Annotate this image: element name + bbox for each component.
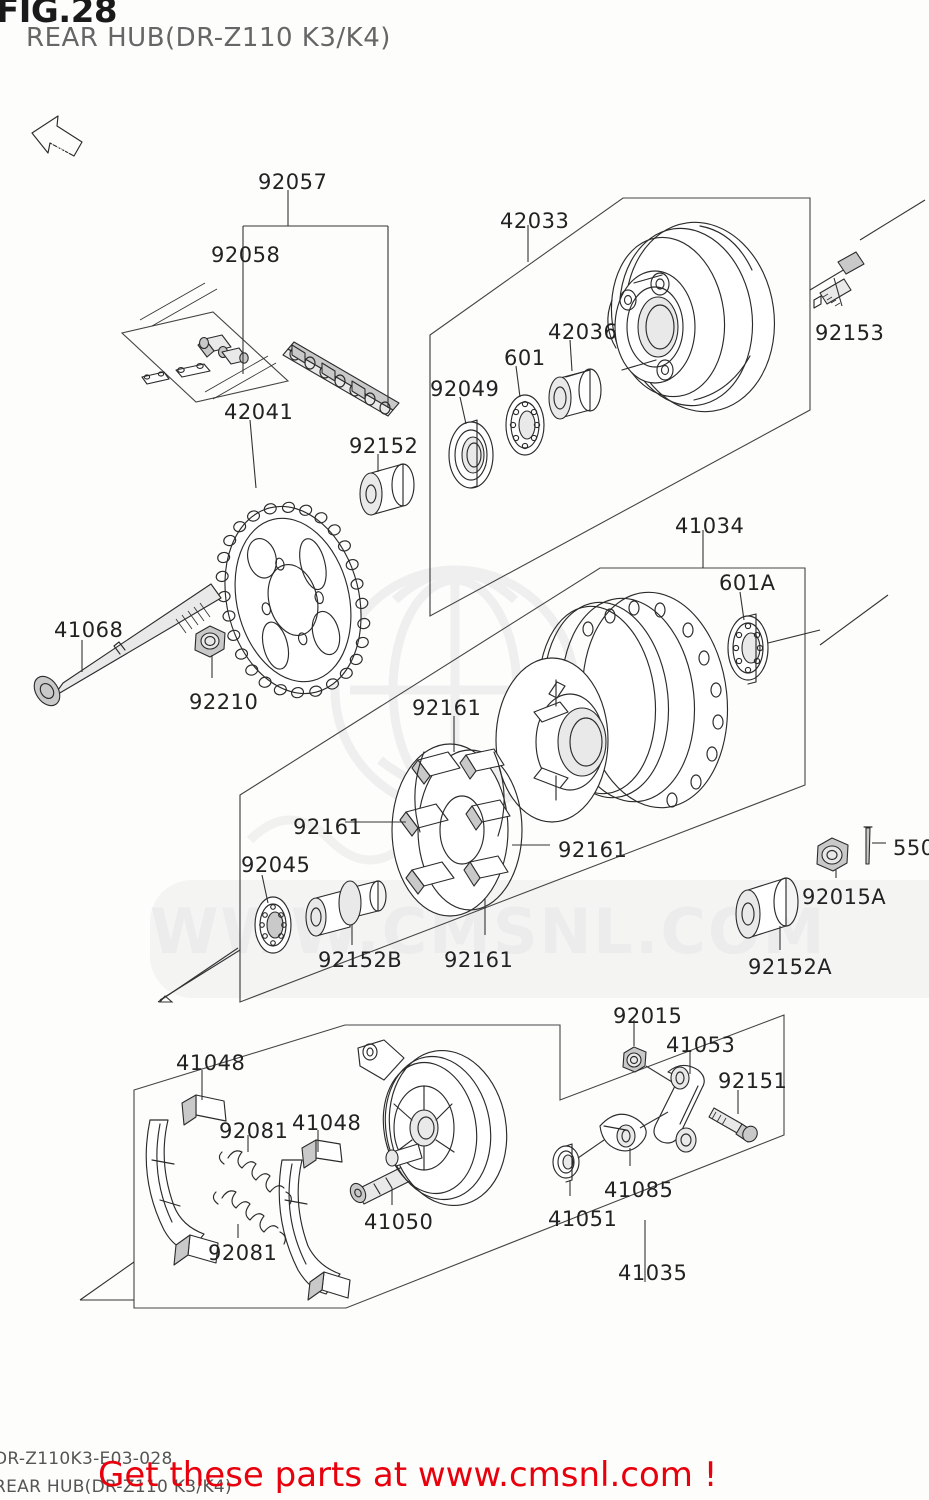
nut-92015A — [816, 837, 849, 872]
part-label-41085[interactable]: 41085 — [604, 1178, 674, 1202]
part-label-550[interactable]: 550 — [893, 836, 929, 860]
part-label-601[interactable]: 601 — [504, 346, 546, 370]
part-label-92045[interactable]: 92045 — [241, 853, 311, 877]
brake-shoe-right-41048 — [278, 1139, 351, 1301]
drive-flange-42033 — [607, 221, 776, 413]
part-label-41048b[interactable]: 41048 — [292, 1111, 362, 1135]
fwd-arrow-icon: FWD — [31, 115, 83, 158]
part-label-41035[interactable]: 41035 — [618, 1261, 688, 1285]
bolt-92153 — [813, 251, 865, 309]
seal-41051 — [552, 1143, 580, 1183]
brake-spring-lower-92081 — [212, 1190, 286, 1245]
brake-lever-41053 — [653, 1064, 705, 1153]
bearing-92045 — [254, 896, 292, 954]
part-label-41051[interactable]: 41051 — [548, 1207, 618, 1231]
indicator-plate-41085 — [599, 1113, 647, 1152]
part-label-92151[interactable]: 92151 — [718, 1069, 788, 1093]
part-label-41053[interactable]: 41053 — [666, 1033, 736, 1057]
rear-axle-41068 — [33, 583, 222, 707]
drive-chain-92057 — [282, 341, 400, 417]
footer-diagram-name: REAR HUB(DR-Z110 K3/K4) — [0, 1477, 232, 1497]
part-label-41050[interactable]: 41050 — [364, 1210, 434, 1234]
brake-shoe-left-41048 — [145, 1094, 227, 1266]
part-label-92081b[interactable]: 92081 — [208, 1241, 278, 1265]
part-label-92049[interactable]: 92049 — [430, 377, 500, 401]
part-label-92152[interactable]: 92152 — [349, 434, 419, 458]
figure-number: FIG.28 — [0, 0, 118, 31]
chain-link-kit-92058 — [120, 282, 290, 403]
group-box-42033 — [429, 197, 811, 617]
part-label-41034[interactable]: 41034 — [675, 514, 745, 538]
spacer-92152A — [735, 877, 799, 939]
bearing-601 — [505, 394, 545, 456]
oil-seal-92049 — [448, 419, 494, 489]
brake-spring-upper-92081 — [218, 1150, 292, 1205]
part-label-92210[interactable]: 92210 — [189, 690, 259, 714]
part-label-92057[interactable]: 92057 — [258, 170, 328, 194]
part-label-42033[interactable]: 42033 — [500, 209, 570, 233]
part-label-42041[interactable]: 42041 — [224, 400, 294, 424]
part-label-41048a[interactable]: 41048 — [176, 1051, 246, 1075]
part-label-92153[interactable]: 92153 — [815, 321, 885, 345]
nut-92210 — [194, 625, 226, 658]
rear-hub-41034 — [495, 591, 729, 823]
part-label-92015A[interactable]: 92015A — [802, 885, 887, 909]
part-label-92161c[interactable]: 92161 — [558, 838, 628, 862]
bolt-92151 — [708, 1107, 758, 1143]
part-label-92015[interactable]: 92015 — [613, 1004, 683, 1028]
group-box-41035 — [79, 1014, 785, 1309]
footer-diagram-code: DR-Z110K3-E03-028 — [0, 1449, 173, 1469]
part-label-92161b[interactable]: 92161 — [293, 815, 363, 839]
promo-banner[interactable]: Get these parts at www.cmsnl.com ! — [98, 1455, 718, 1495]
washer-92015 — [622, 1046, 647, 1073]
part-label-92081a[interactable]: 92081 — [219, 1119, 289, 1143]
figure-subtitle: REAR HUB(DR-Z110 K3/K4) — [26, 23, 391, 53]
spacer-92152B — [305, 880, 387, 937]
part-label-92152A[interactable]: 92152A — [748, 955, 833, 979]
rear-sprocket-42041 — [215, 501, 371, 699]
svg-text:FWD: FWD — [49, 140, 72, 158]
part-label-41068[interactable]: 41068 — [54, 618, 124, 642]
part-label-601A[interactable]: 601A — [719, 571, 776, 595]
part-label-92152B[interactable]: 92152B — [318, 948, 403, 972]
part-label-92161d[interactable]: 92161 — [444, 948, 514, 972]
spacer-92152 — [359, 463, 415, 516]
part-label-92058[interactable]: 92058 — [211, 243, 281, 267]
part-label-42036[interactable]: 42036 — [548, 320, 618, 344]
spoke-550 — [863, 826, 886, 865]
cush-drive-damper-92161 — [391, 743, 523, 917]
part-label-92161a[interactable]: 92161 — [412, 696, 482, 720]
collar-42036 — [548, 368, 602, 420]
brake-panel-41035 — [357, 1039, 508, 1207]
bearing-601A — [727, 613, 769, 685]
